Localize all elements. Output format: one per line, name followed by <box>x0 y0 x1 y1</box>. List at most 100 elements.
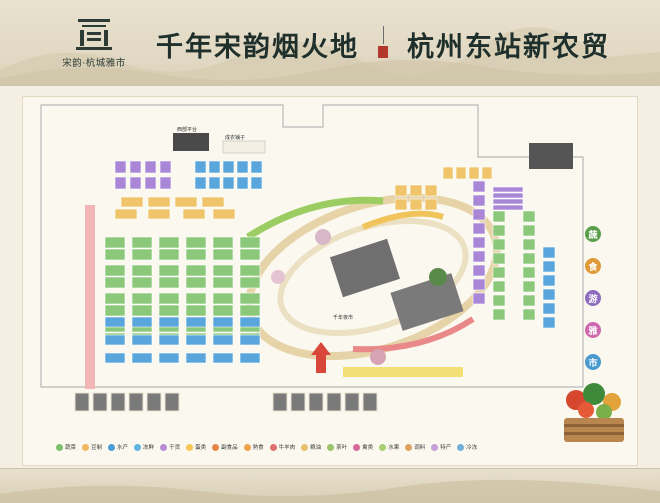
stall <box>158 264 180 277</box>
parking-stall <box>344 392 360 412</box>
stall <box>131 264 153 277</box>
stall <box>236 160 249 174</box>
side-category-badge: 游 <box>585 290 601 306</box>
stall <box>492 266 506 279</box>
stall <box>104 276 126 289</box>
stall <box>239 264 261 277</box>
parking-row <box>74 392 378 412</box>
stall <box>472 250 486 263</box>
stall <box>492 186 524 193</box>
stall <box>239 316 261 328</box>
side-category: 游 <box>585 290 613 306</box>
legend-swatch <box>108 443 116 451</box>
stall <box>185 248 207 261</box>
stall <box>131 316 153 328</box>
stall <box>131 276 153 289</box>
legend-item: 茶叶 <box>327 443 347 451</box>
stall <box>159 160 172 174</box>
stall <box>542 316 556 329</box>
stall <box>522 238 536 251</box>
stall <box>129 160 142 174</box>
tree-icon <box>271 270 285 284</box>
legend-item: 冻鲜 <box>134 443 154 451</box>
tree-icon <box>370 349 386 365</box>
stall <box>472 180 486 193</box>
stall <box>472 194 486 207</box>
footer-mountains <box>0 479 660 503</box>
side-category-badge: 食 <box>585 258 601 274</box>
stall <box>472 264 486 277</box>
side-category: 市 <box>585 354 613 370</box>
stall <box>239 352 261 364</box>
stall <box>131 236 153 249</box>
tree-icon <box>429 268 447 286</box>
stall <box>239 276 261 289</box>
stall <box>212 236 234 249</box>
stall <box>394 184 408 197</box>
legend-item: 副食品 <box>212 443 238 451</box>
stall <box>492 204 524 211</box>
stall <box>212 316 234 328</box>
stall <box>174 196 198 208</box>
stall <box>131 248 153 261</box>
legend-item: 牛羊肉 <box>269 443 296 451</box>
legend-label: 茶叶 <box>336 445 348 451</box>
stall <box>442 166 454 180</box>
corridor-left <box>85 205 95 389</box>
stall <box>194 176 207 190</box>
stall <box>472 236 486 249</box>
building-outline <box>40 104 584 388</box>
walkway-bottom <box>343 367 463 377</box>
label-top-room-a: 西部平台 <box>177 126 197 133</box>
legend-swatch <box>160 443 168 451</box>
stall <box>194 160 207 174</box>
stall <box>212 264 234 277</box>
stall <box>409 184 423 197</box>
stall <box>185 304 207 317</box>
stall <box>542 260 556 273</box>
title-left: 千年宋韵烟火地 <box>156 31 359 63</box>
stall <box>208 160 221 174</box>
stall <box>250 160 263 174</box>
side-category-badge: 市 <box>585 354 601 370</box>
stall <box>468 166 480 180</box>
stall <box>472 222 486 235</box>
stall <box>394 198 408 211</box>
side-category: 雅 <box>585 322 613 338</box>
stall <box>147 196 171 208</box>
legend-label: 副食品 <box>221 445 238 451</box>
stall <box>239 304 261 317</box>
stall <box>185 276 207 289</box>
stall <box>104 316 126 328</box>
central-stall-block-2 <box>390 273 464 331</box>
legend-label: 冷冻 <box>466 445 478 451</box>
legend-item: 蛋类 <box>186 443 206 451</box>
legend-swatch <box>327 443 335 451</box>
side-category: 蔬 <box>585 226 613 242</box>
parking-stall <box>308 392 324 412</box>
stall <box>104 304 126 317</box>
stall <box>492 308 506 321</box>
divider-line <box>382 26 384 44</box>
legend-swatch <box>353 443 361 451</box>
parking-stall <box>110 392 126 412</box>
stall <box>158 248 180 261</box>
legend-swatch <box>212 443 220 451</box>
legend-label: 牛羊肉 <box>278 445 296 451</box>
stall <box>542 302 556 315</box>
stall <box>114 176 127 190</box>
parking-stall <box>362 392 378 412</box>
legend-label: 干货 <box>169 445 181 451</box>
stall <box>212 334 234 346</box>
stall <box>239 248 261 261</box>
legend-item: 水产 <box>108 443 128 451</box>
stall <box>424 198 438 211</box>
stall <box>201 196 225 208</box>
stall <box>222 176 235 190</box>
title-right: 杭州东站新农贸 <box>407 31 610 63</box>
legend-swatch <box>243 443 251 451</box>
stall <box>455 166 467 180</box>
legend-label: 水产 <box>117 445 129 451</box>
side-category-badge: 雅 <box>585 322 601 338</box>
legend-swatch <box>301 443 309 451</box>
